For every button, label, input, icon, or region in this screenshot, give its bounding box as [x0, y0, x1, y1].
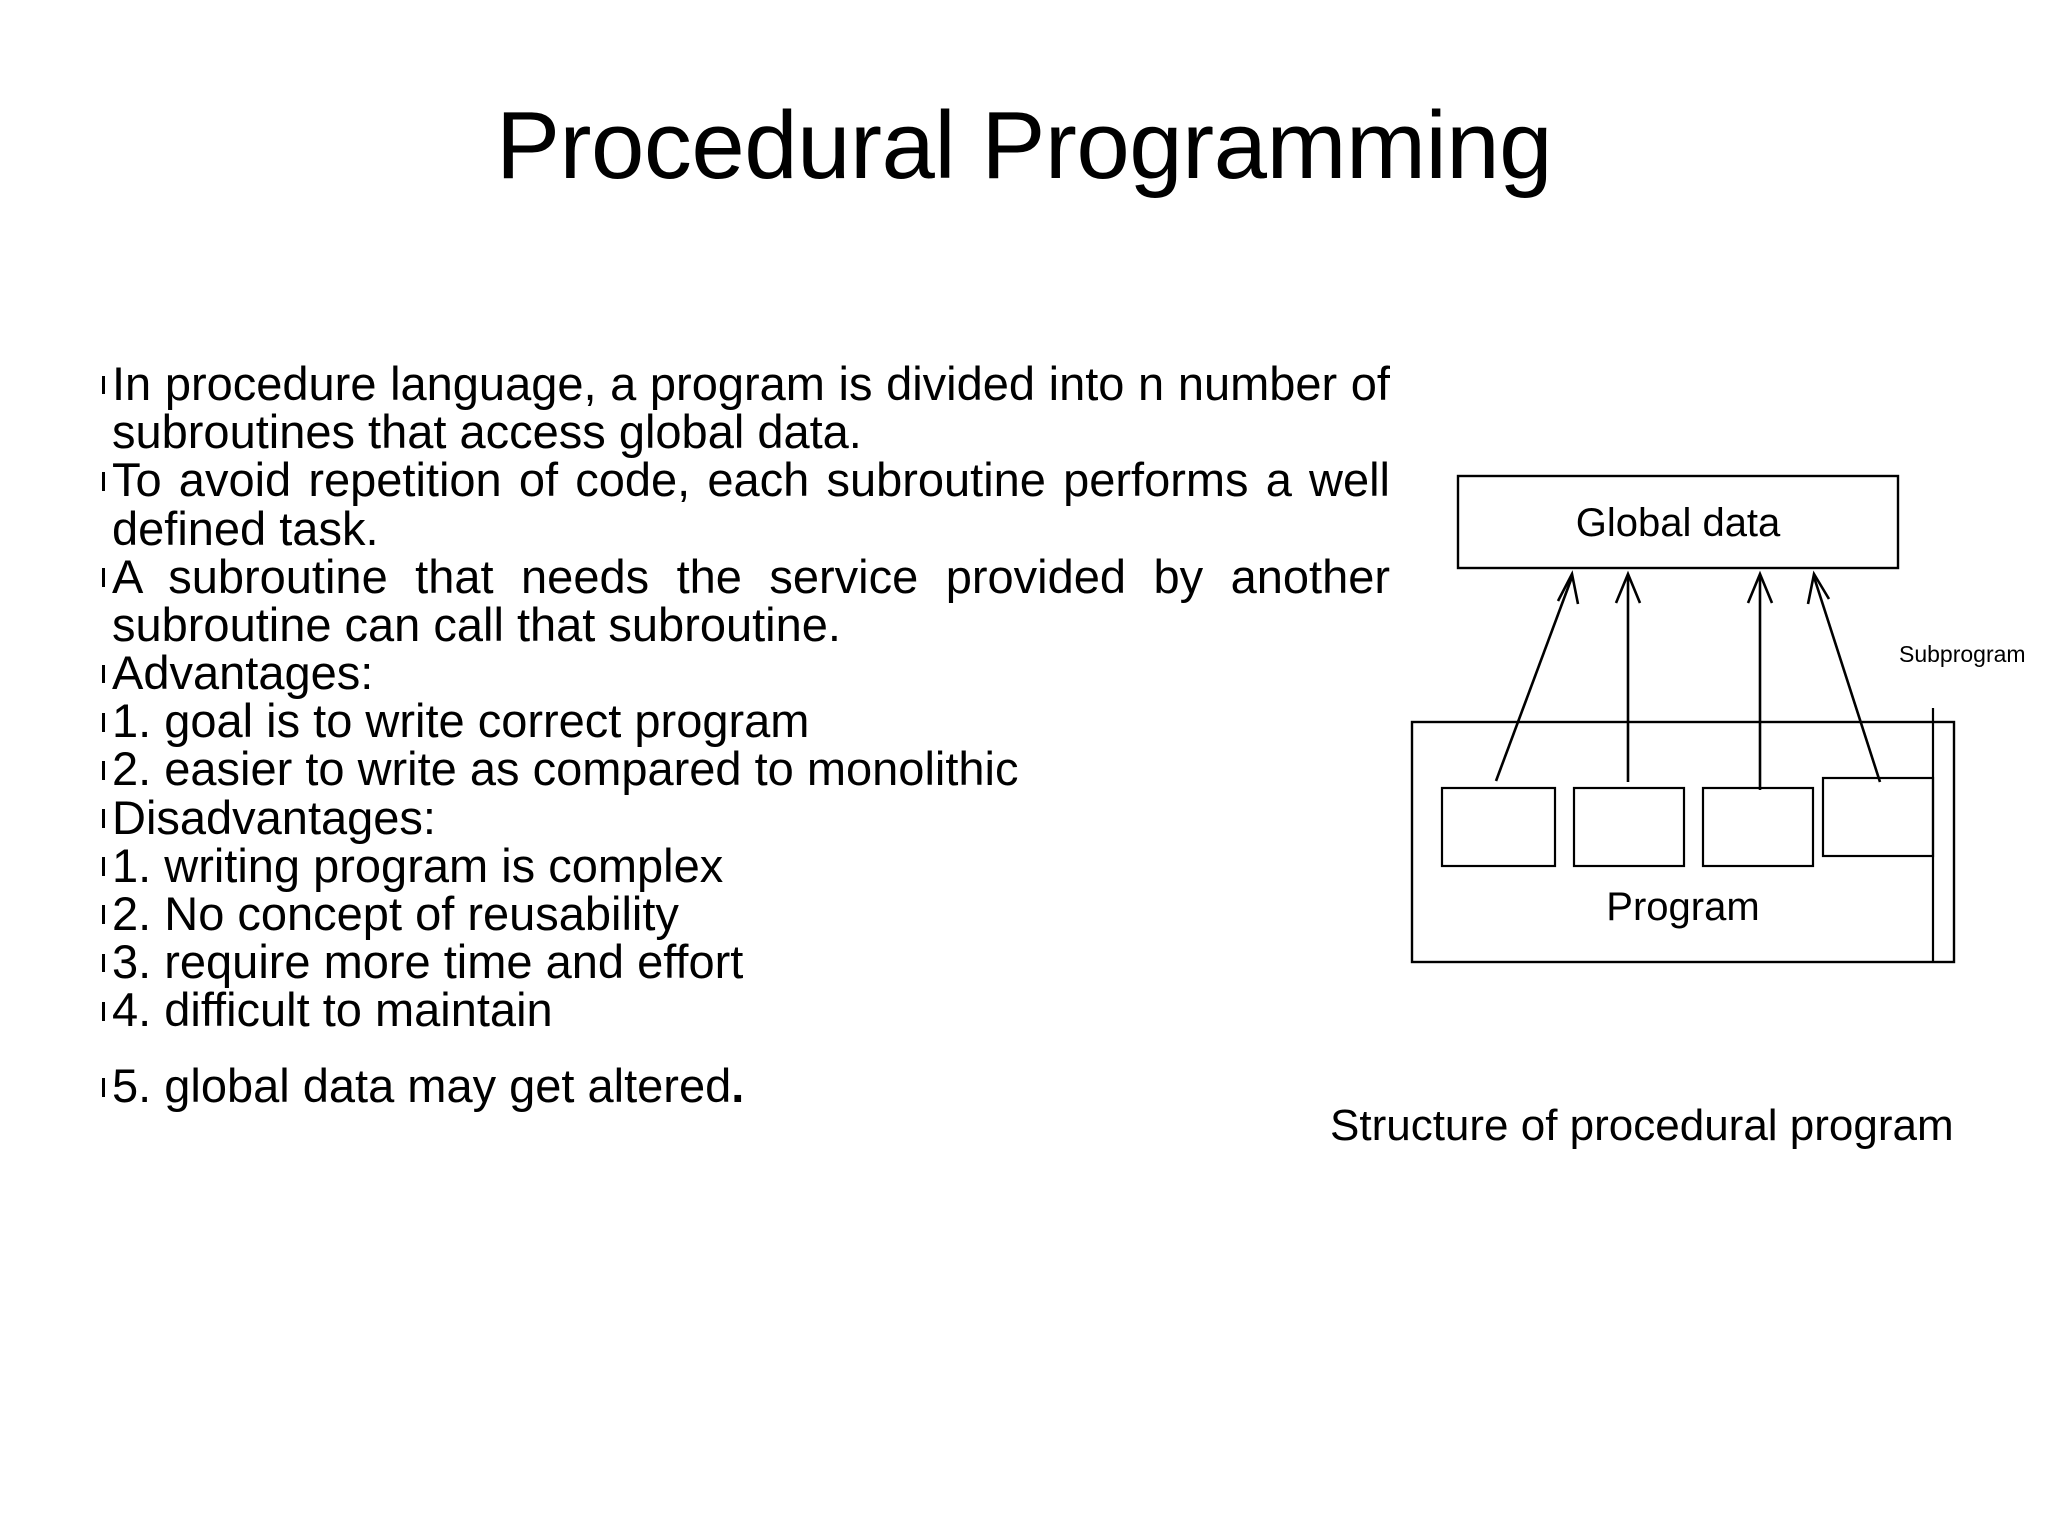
- bullet-tick-icon: [102, 375, 105, 395]
- subroutine-box-3: [1701, 786, 1815, 868]
- bullet-tick-icon: [102, 953, 105, 973]
- global-data-label: Global data: [1576, 501, 1781, 545]
- arrow-2: [1614, 570, 1642, 782]
- list-item-text: 2. easier to write as compared to monoli…: [112, 742, 1019, 796]
- bullet-tick-icon: [102, 1077, 105, 1097]
- list-item: Advantages:: [100, 646, 1390, 700]
- list-item: To avoid repetition of code, each subrou…: [100, 456, 1390, 552]
- bullet-tick-icon: [102, 809, 105, 828]
- list-item: A subroutine that needs the service prov…: [100, 549, 1390, 651]
- global-data-box: [1456, 474, 1900, 570]
- list-item: 2. easier to write as compared to monoli…: [100, 745, 1390, 793]
- subprogram-label: Subprogram: [1899, 641, 2026, 667]
- bullet-tick-icon: [102, 760, 105, 780]
- list-item-text: 3. require more time and effort: [112, 935, 744, 989]
- list-item-text: Advantages:: [112, 646, 374, 700]
- program-label: Program: [1606, 885, 1759, 929]
- bullet-tick-icon: [102, 857, 105, 877]
- list-item-text: In procedure language, a program is divi…: [112, 357, 1390, 459]
- arrow-4: [1806, 570, 1882, 783]
- list-item-text: A subroutine that needs the service prov…: [112, 549, 1390, 651]
- subroutine-box-4: [1821, 776, 1935, 858]
- bullet-tick-icon: [102, 905, 105, 925]
- body-bullet-list: In procedure language, a program is divi…: [100, 357, 1390, 1111]
- list-item-text: 1. goal is to write correct program: [112, 694, 810, 748]
- list-item: 1. writing program is complex: [100, 838, 1390, 892]
- list-item-suffix: .: [731, 1059, 745, 1113]
- list-item: Disadvantages:: [100, 790, 1390, 844]
- list-item-text: Disadvantages:: [112, 790, 436, 844]
- arrow-3: [1746, 570, 1774, 790]
- list-item-text: 1. writing program is complex: [112, 838, 724, 892]
- list-item-text: 5. global data may get altered.: [112, 1062, 1390, 1110]
- subroutine-box-2: [1572, 786, 1686, 868]
- diagram-caption: Structure of procedural program: [1330, 1101, 1954, 1150]
- list-item-main-text: 5. global data may get altered: [112, 1059, 732, 1113]
- list-item-text: 2. No concept of reusability: [112, 886, 679, 940]
- bullet-tick-icon: [102, 664, 105, 684]
- list-item-text: To avoid repetition of code, each subrou…: [112, 453, 1390, 555]
- list-item-text: 4. difficult to maintain: [112, 983, 553, 1037]
- bullet-tick-icon: [102, 471, 105, 491]
- list-item: 1. goal is to write correct program: [100, 697, 1390, 745]
- list-item: 4. difficult to maintain: [100, 986, 1390, 1034]
- subroutine-box-1: [1440, 786, 1557, 868]
- bullet-tick-icon: [102, 1001, 105, 1021]
- list-item: 3. require more time and effort: [100, 935, 1390, 989]
- bullet-tick-icon: [102, 712, 105, 732]
- list-item: In procedure language, a program is divi…: [100, 357, 1390, 459]
- page-title: Procedural Programming: [495, 92, 1553, 199]
- bullet-tick-icon: [102, 568, 105, 587]
- procedural-structure-diagram: Global data Program: [1380, 440, 2048, 1000]
- list-item: 2. No concept of reusability: [100, 886, 1390, 940]
- arrow-1: [1494, 570, 1580, 782]
- list-item: 5. global data may get altered.: [100, 1062, 1390, 1110]
